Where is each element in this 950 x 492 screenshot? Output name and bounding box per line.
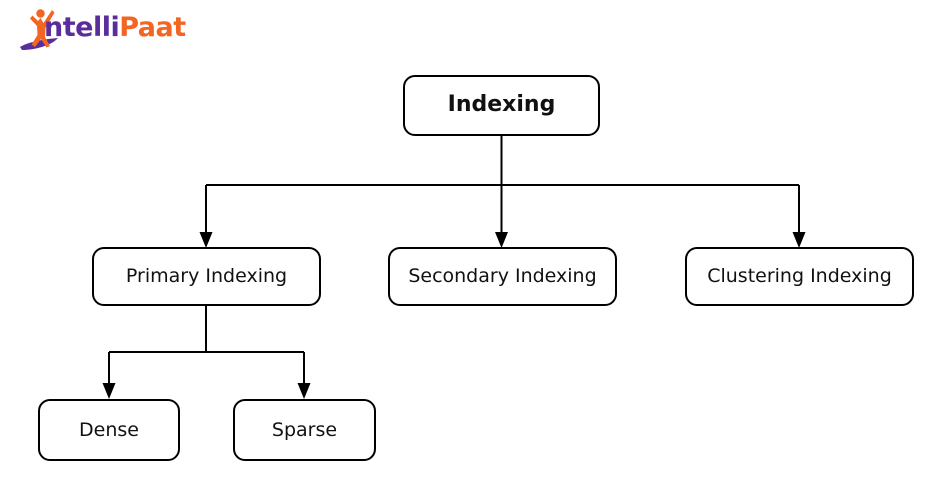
logo-figure-body-icon (30, 10, 55, 48)
node-primary-indexing[interactable]: Primary Indexing (92, 247, 321, 306)
logo-wordmark: ntelliPaat (44, 14, 186, 41)
node-secondary-indexing-label: Secondary Indexing (408, 265, 597, 288)
node-primary-indexing-label: Primary Indexing (125, 265, 288, 288)
arrowhead-primary (199, 232, 213, 248)
node-dense[interactable]: Dense (38, 399, 180, 461)
arrowhead-dense (102, 383, 116, 399)
arrowhead-clustering (792, 232, 806, 248)
node-indexing-label: Indexing (447, 92, 556, 118)
node-sparse[interactable]: Sparse (233, 399, 376, 461)
logo-mark-icon (20, 9, 58, 50)
node-secondary-indexing[interactable]: Secondary Indexing (388, 247, 617, 306)
arrowhead-secondary (495, 232, 508, 248)
node-clustering-indexing[interactable]: Clustering Indexing (685, 247, 914, 306)
node-sparse-label: Sparse (271, 418, 338, 441)
node-clustering-indexing-label: Clustering Indexing (707, 265, 892, 288)
logo-figure-head-icon (36, 9, 45, 18)
logo-text-ntelli: ntelli (44, 12, 120, 43)
intellipaat-logo: ntelliPaat (18, 6, 188, 56)
logo-text-paat: Paat (119, 12, 186, 43)
arrowhead-sparse (297, 383, 311, 399)
node-dense-label: Dense (79, 418, 139, 441)
logo-swoosh-icon (20, 38, 58, 50)
node-indexing[interactable]: Indexing (403, 75, 600, 136)
